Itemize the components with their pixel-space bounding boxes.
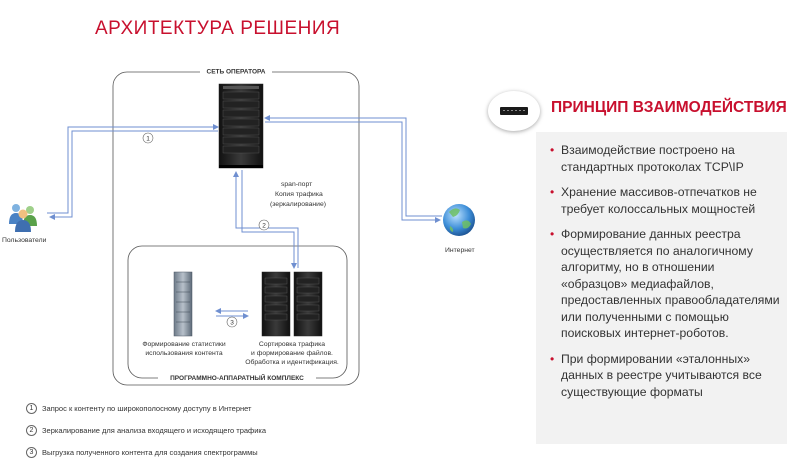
- arrow-users-to-server: [47, 124, 219, 214]
- legend-text: Зеркалирование для анализа входящего и и…: [42, 425, 267, 435]
- operator-network-label: СЕТЬ ОПЕРАТОРА: [207, 69, 266, 76]
- legend-item: 3 Выгрузка полученного контента для созд…: [26, 446, 266, 458]
- legend-text: Запрос к контенту по широкополосному дос…: [42, 403, 252, 413]
- stats-server-icon: [173, 271, 193, 337]
- complex-label: ПРОГРАММНО-АППАРАТНЫЙ КОМПЛЕКС: [170, 373, 304, 382]
- users-icon: [9, 204, 37, 232]
- principles-panel: Взаимодействие построено на стандартных …: [536, 132, 787, 444]
- principles-list: Взаимодействие построено на стандартных …: [550, 142, 781, 400]
- legend-number: 1: [26, 402, 37, 414]
- arrow-server-to-users: [49, 130, 218, 220]
- sorting-line-1: Сортировка трафика: [259, 341, 325, 348]
- users-label: Пользователи: [2, 237, 47, 244]
- principle-item: Хранение массивов-отпечатков не требует …: [550, 184, 781, 217]
- principles-title: ПРИНЦИП ВЗАИМОДЕЙСТВИЯ: [551, 99, 787, 116]
- principle-item: Взаимодействие построено на стандартных …: [550, 142, 781, 175]
- sorting-line-3: Обработка и идентификация.: [245, 358, 339, 366]
- legend-item: 1 Запрос к контенту по широкополосному д…: [26, 402, 266, 414]
- principle-item: При формировании «эталонных» данных в ре…: [550, 351, 781, 401]
- step2-marker: 2: [262, 223, 266, 230]
- span-port-line-2: Копия трафика: [275, 191, 323, 198]
- operator-server-icon: [218, 83, 264, 169]
- arrow-mirror-down: [241, 170, 297, 269]
- arrow-server-to-internet: [265, 121, 441, 223]
- sorting-line-2: и формирование файлов.: [251, 349, 333, 357]
- sorting-servers-icon: [261, 271, 323, 337]
- legend-number: 2: [26, 424, 37, 436]
- span-port-line-1: span-порт: [281, 181, 312, 188]
- legend-number: 3: [26, 446, 37, 458]
- legend-item: 2 Зеркалирование для анализа входящего и…: [26, 424, 266, 436]
- network-device-icon: [488, 91, 540, 131]
- globe-icon: [443, 204, 475, 236]
- stats-line-2: использования контента: [145, 350, 222, 357]
- legend-text: Выгрузка полученного контента для создан…: [42, 447, 258, 457]
- principle-item: Формирование данных реестра осуществляет…: [550, 226, 781, 342]
- step3-marker: 3: [230, 320, 234, 327]
- stats-line-1: Формирование статистики: [142, 341, 226, 348]
- step1-marker: 1: [146, 136, 150, 143]
- span-port-line-3: (зеркалирование): [270, 201, 326, 208]
- internet-label: Интернет: [445, 247, 475, 254]
- arrow-internet-to-server: [264, 115, 442, 217]
- page-title: АРХИТЕКТУРА РЕШЕНИЯ: [95, 18, 341, 39]
- legend: 1 Запрос к контенту по широкополосному д…: [26, 402, 266, 462]
